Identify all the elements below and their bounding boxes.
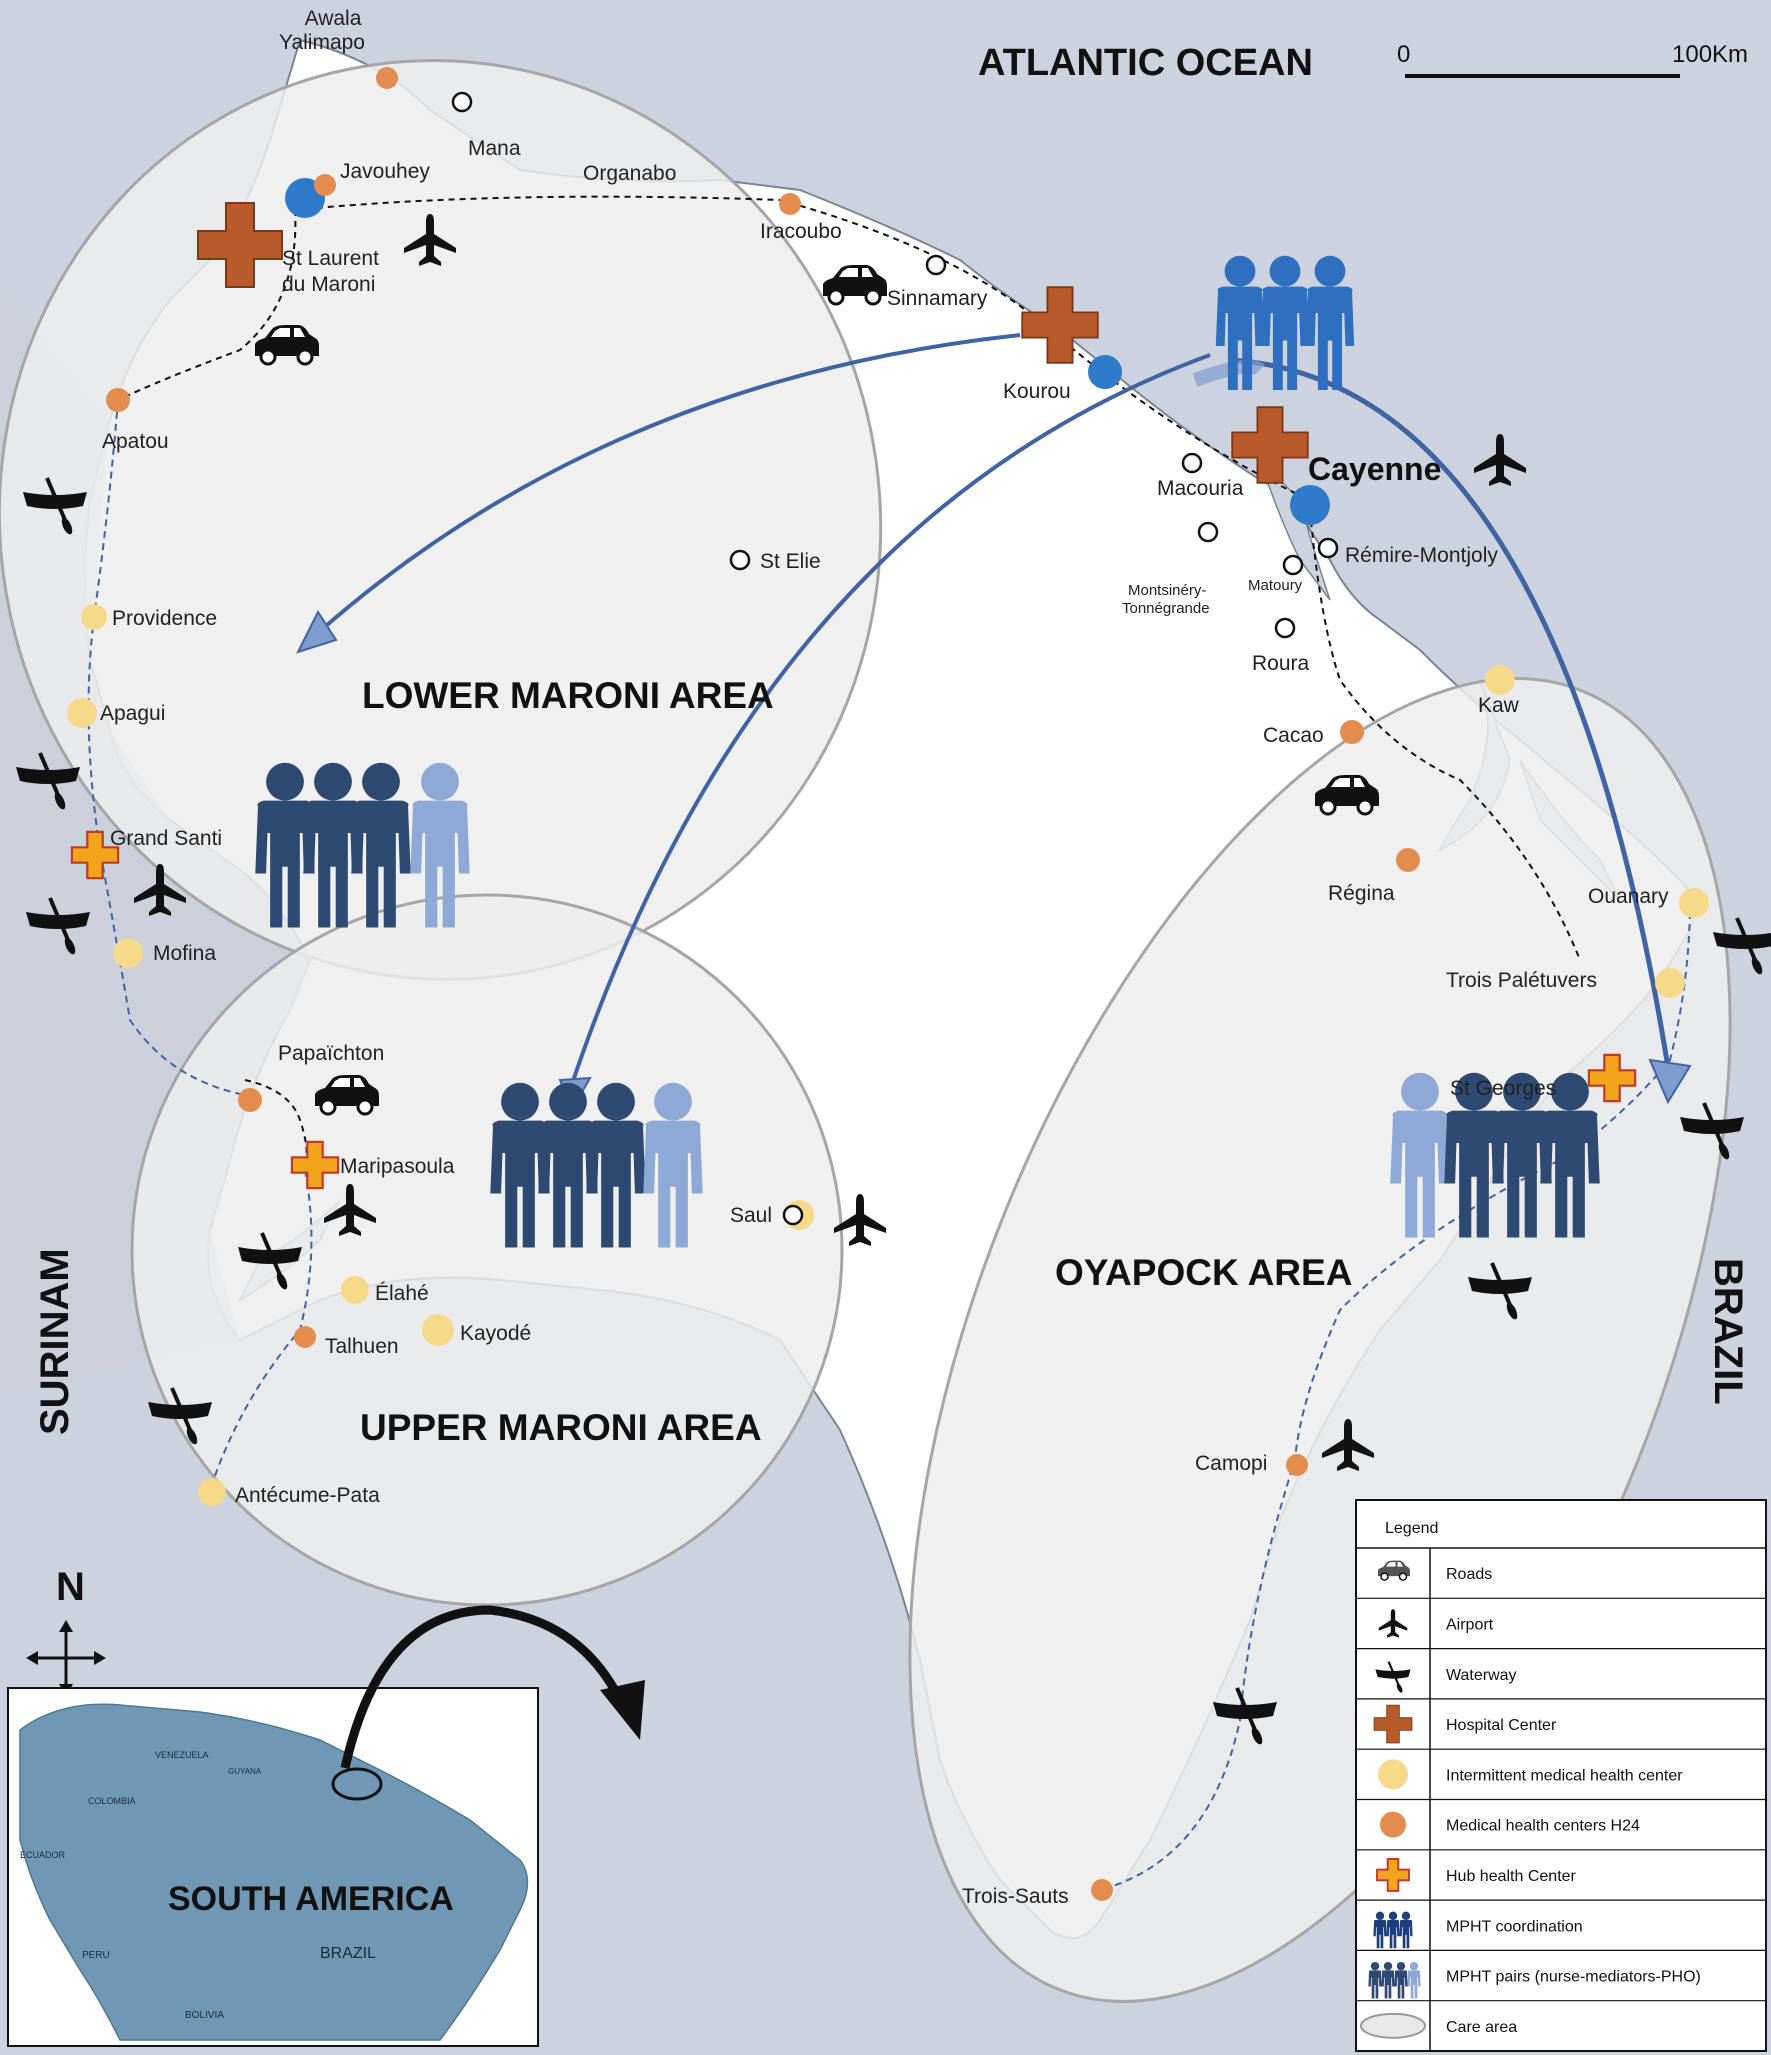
- place-saul: Saul: [730, 1204, 772, 1227]
- inset-french-guiana-highlight: [331, 1767, 383, 1801]
- place-macouria: Macouria: [1157, 477, 1244, 500]
- place-awala-line2: Yalimapo: [279, 31, 365, 54]
- place-remire: Rémire-Montjoly: [1345, 544, 1498, 567]
- airport-dot-kourou: [1088, 355, 1122, 389]
- airport-dot-cayenne: [1290, 485, 1330, 525]
- place-providence: Providence: [112, 607, 217, 630]
- town-markers: [451, 91, 1339, 1226]
- legend-row: Waterway: [1356, 1647, 1766, 1695]
- place-cacao: Cacao: [1263, 724, 1324, 747]
- legend-row: Medical health centers H24: [1356, 1798, 1766, 1838]
- inset-title: SOUTH AMERICA: [168, 1880, 454, 1918]
- north-arrow: N: [26, 1565, 106, 1696]
- place-talhuen: Talhuen: [325, 1335, 399, 1358]
- north-label: N: [56, 1565, 85, 1609]
- legend-label: Hub health Center: [1446, 1868, 1577, 1885]
- airport-dots: [285, 178, 1330, 525]
- place-iracoubo: Iracoubo: [760, 220, 842, 243]
- place-ouanary: Ouanary: [1588, 885, 1669, 908]
- place-regina: Régina: [1328, 882, 1395, 905]
- scale-zero: 0: [1397, 41, 1410, 68]
- ocean-label: ATLANTIC OCEAN: [978, 42, 1313, 84]
- place-camopi: Camopi: [1195, 1452, 1267, 1475]
- south-america-landmass: [19, 1703, 529, 2041]
- place-kayode: Kayodé: [460, 1322, 531, 1345]
- inset-brazil: BRAZIL: [320, 1945, 376, 1962]
- inset-pointer-arrowhead: [600, 1680, 645, 1740]
- place-organabo: Organabo: [583, 162, 676, 185]
- h24-dot-icon: [1380, 1811, 1406, 1838]
- legend-label: Care area: [1446, 2019, 1517, 2036]
- legend-label: Hospital Center: [1446, 1717, 1557, 1734]
- place-st-elie: St Elie: [760, 550, 821, 573]
- place-awala-line1: Awala: [305, 7, 362, 30]
- upper-maroni-label: UPPER MARONI AREA: [360, 1407, 762, 1448]
- care-area-ellipse-icon: [1360, 2012, 1426, 2039]
- place-matoury: Matoury: [1248, 577, 1303, 594]
- legend-label: MPHT pairs (nurse-mediators-PHO): [1446, 1969, 1701, 1986]
- scale-max: 100Km: [1672, 41, 1748, 68]
- inset-ecuador: ECUADOR: [20, 1850, 66, 1860]
- place-trois-sauts: Trois-Sauts: [962, 1885, 1069, 1908]
- surinam-label: SURINAM: [33, 1248, 77, 1435]
- place-elahe: Élahé: [375, 1282, 429, 1305]
- place-mana: Mana: [468, 137, 521, 160]
- inset-venezuela: VENEZUELA: [155, 1750, 209, 1760]
- inset-bolivia: BOLIVIA: [185, 2010, 224, 2021]
- place-roura: Roura: [1252, 652, 1310, 675]
- south-america-inset: VENEZUELA GUYANA COLOMBIA ECUADOR PERU B…: [7, 1687, 539, 2047]
- place-kourou: Kourou: [1003, 380, 1071, 403]
- h24-centers: [106, 67, 1420, 1901]
- legend-row: Hub health Center: [1356, 1849, 1766, 1892]
- oyapock-label: OYAPOCK AREA: [1055, 1252, 1352, 1293]
- place-kaw: Kaw: [1478, 694, 1520, 717]
- legend-row: Intermittent medical health center: [1356, 1748, 1766, 1790]
- legend-label: MPHT coordination: [1446, 1918, 1583, 1935]
- roads: [117, 195, 1581, 1166]
- place-mofina: Mofina: [153, 942, 216, 965]
- legend-label: Roads: [1446, 1566, 1492, 1583]
- place-cayenne: Cayenne: [1308, 451, 1441, 487]
- legend-label: Waterway: [1446, 1667, 1517, 1684]
- inset-guyana: GUYANA: [228, 1767, 262, 1776]
- place-apatou: Apatou: [102, 430, 169, 453]
- place-apagui: Apagui: [100, 702, 165, 725]
- place-javouhey: Javouhey: [340, 160, 430, 183]
- inset-pointer-arrow: [340, 1605, 625, 1769]
- area-labels: LOWER MARONI AREA UPPER MARONI AREA OYAP…: [360, 675, 1352, 1448]
- place-st-georges: St Georges: [1450, 1077, 1556, 1100]
- intermittent-dot-icon: [1378, 1759, 1408, 1790]
- legend-label: Intermittent medical health center: [1446, 1767, 1683, 1784]
- legend-row: Airport: [1356, 1597, 1766, 1638]
- place-papaichton: Papaïchton: [278, 1042, 384, 1065]
- place-grand-santi: Grand Santi: [110, 827, 222, 850]
- legend-row: Roads: [1377, 1559, 1492, 1583]
- place-montsinery: Montsinéry-Tonnégrande: [1122, 582, 1210, 617]
- legend-label: Medical health centers H24: [1446, 1818, 1640, 1835]
- place-antecume: Antécume-Pata: [235, 1484, 380, 1507]
- legend-row: Care area: [1356, 2000, 1766, 2039]
- lower-maroni-label: LOWER MARONI AREA: [362, 675, 774, 716]
- legend-title: Legend: [1385, 1520, 1438, 1537]
- place-maripasoula: Maripasoula: [340, 1155, 455, 1178]
- inset-peru: PERU: [82, 1950, 110, 1961]
- legend-row: MPHT coordination: [1356, 1899, 1766, 1949]
- place-sinnamary: Sinnamary: [887, 287, 988, 310]
- inset-colombia: COLOMBIA: [88, 1796, 136, 1806]
- place-trois-paletuvers: Trois Palétuvers: [1446, 969, 1597, 992]
- upper-maroni-care-area: [130, 893, 844, 1607]
- brazil-label: BRAZIL: [1706, 1258, 1750, 1405]
- legend-row: Hospital Center: [1356, 1698, 1766, 1744]
- legend-label: Airport: [1446, 1616, 1494, 1633]
- legend-row: MPHT pairs (nurse-mediators-PHO): [1356, 1949, 1766, 1999]
- scale-bar: 0 100Km: [1397, 41, 1748, 78]
